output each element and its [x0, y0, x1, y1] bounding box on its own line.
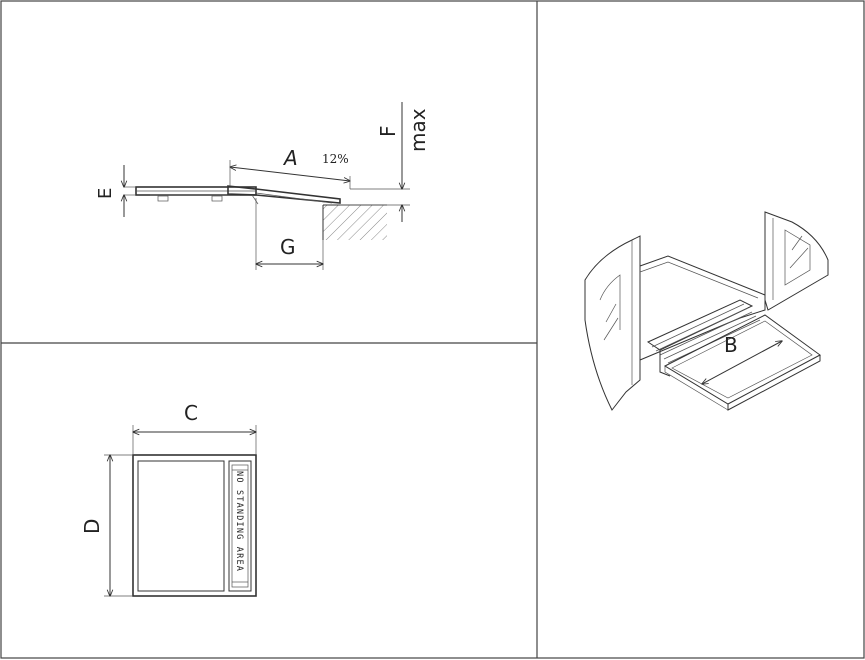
dimension-b: B: [702, 333, 782, 384]
dim-label-a: A: [282, 146, 298, 170]
step-slats: [646, 299, 761, 377]
dimension-c: C: [133, 401, 256, 455]
dimension-a: A 12%: [230, 146, 350, 189]
slope-label: 12%: [322, 152, 349, 166]
dim-label-max: max: [406, 108, 430, 152]
dim-label-g: G: [280, 235, 296, 259]
top-view-panel: NO STANDING AREA C D: [80, 401, 257, 597]
dim-label-f: F: [376, 125, 400, 137]
dimension-f: F max: [340, 102, 430, 222]
ramp-side-profile: [135, 185, 341, 205]
dim-label-c: C: [184, 401, 198, 425]
side-view-panel: A 12% E F max G: [95, 102, 430, 270]
no-standing-area-text: NO STANDING AREA: [234, 471, 244, 572]
dim-label-b: B: [724, 333, 738, 357]
step-ground: [322, 204, 387, 240]
dimension-d: D: [80, 455, 133, 596]
perspective-view-panel: B: [584, 211, 829, 411]
platform-top-outline: NO STANDING AREA: [132, 454, 257, 597]
right-door: [764, 211, 829, 311]
dimension-g: G: [256, 198, 323, 270]
dimension-e: E: [95, 165, 136, 217]
dim-label-d: D: [80, 519, 104, 534]
left-door: [584, 235, 641, 411]
cabinet-recess: [639, 255, 766, 361]
dim-label-e: E: [95, 188, 116, 199]
ramp-plate: [663, 314, 821, 411]
